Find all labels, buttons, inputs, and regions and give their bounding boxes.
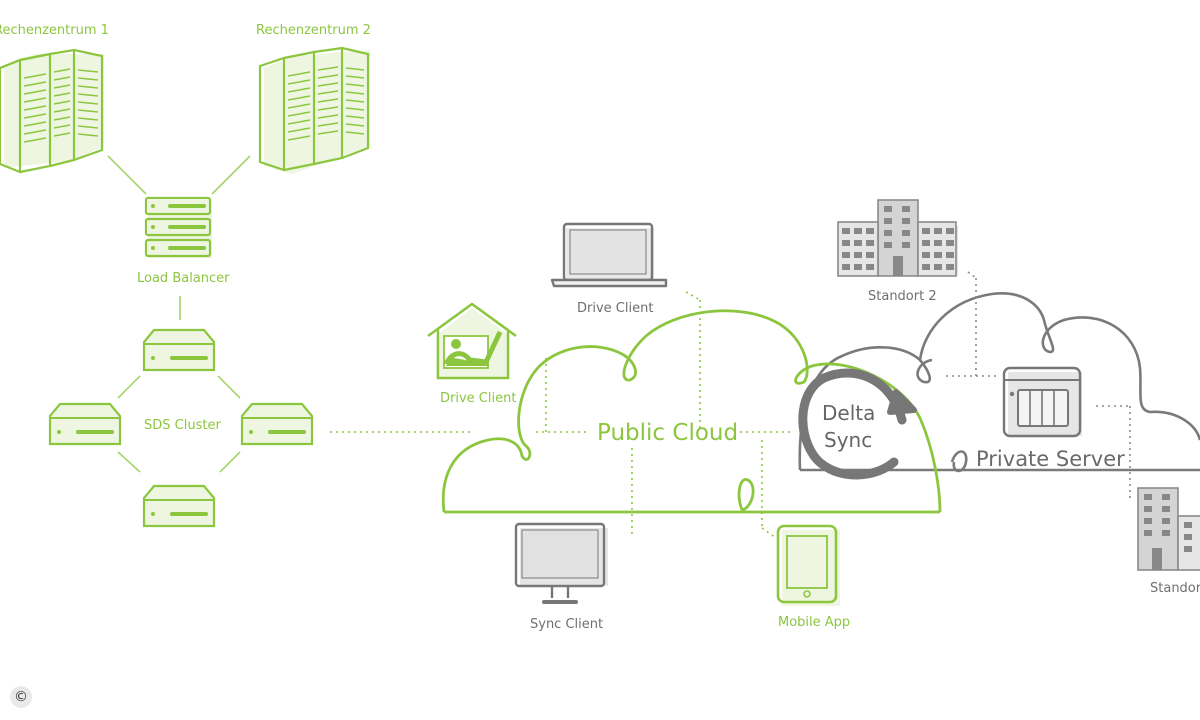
sds-cluster-label: SDS Cluster (144, 418, 221, 433)
rz1-label: Rechenzentrum 1 (0, 23, 109, 38)
drive-client-home-label: Drive Client (440, 391, 516, 406)
mobile-app-label: Mobile App (778, 615, 850, 630)
connector-line (107, 155, 147, 195)
load-balancer-icon (144, 196, 212, 258)
building-icon (837, 199, 958, 277)
standort-label: Standort (1150, 581, 1200, 596)
cloud-loop (950, 450, 968, 473)
connector-line (211, 155, 251, 195)
house-icon (427, 302, 517, 380)
tablet-icon (776, 524, 840, 606)
load-balancer-label: Load Balancer (137, 271, 230, 286)
cluster-connectors (117, 375, 241, 473)
standort2-label: Standort 2 (868, 289, 937, 304)
private-server-label: Private Server (976, 447, 1125, 471)
server-rack-icon (258, 46, 370, 174)
sync-client-label: Sync Client (530, 617, 603, 632)
server-unit-icon (48, 402, 122, 446)
server-unit-icon (142, 484, 216, 528)
public-cloud-label: Public Cloud (597, 420, 738, 446)
rz2-label: Rechenzentrum 2 (256, 23, 371, 38)
copyright-icon: © (10, 686, 32, 708)
public-cloud-connectors (536, 291, 790, 539)
monitor-icon (514, 522, 608, 604)
nas-icon (1002, 366, 1082, 438)
laptop-icon (550, 222, 668, 288)
public-cloud-outline (441, 309, 942, 514)
building-icon (1137, 487, 1200, 571)
server-unit-icon (240, 402, 314, 446)
server-rack-icon (0, 48, 104, 174)
sync-arrows-icon (798, 368, 917, 480)
delta-sync-label-line2: Sync (824, 428, 872, 452)
delta-sync-label-line1: Delta (822, 401, 875, 425)
drive-client-laptop-label: Drive Client (577, 301, 653, 316)
private-cloud-connectors (946, 271, 1131, 500)
server-unit-icon (142, 328, 216, 372)
